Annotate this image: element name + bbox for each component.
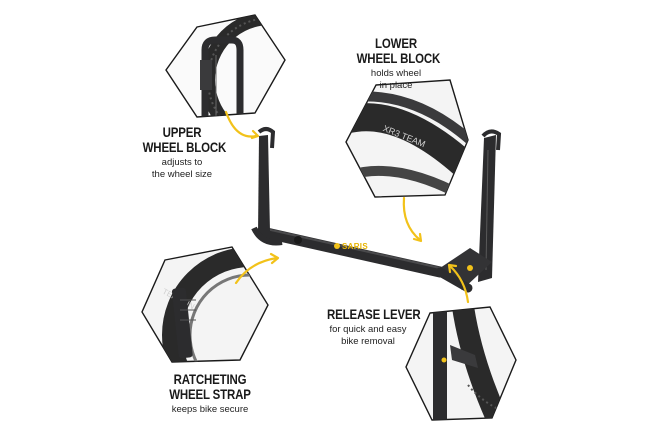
arrow-lower xyxy=(402,196,422,242)
callout-description: for quick and easy xyxy=(329,324,407,335)
callout-upper-wheel-block: UPPER WHEEL BLOCK adjusts to the wheel s… xyxy=(134,125,230,181)
hexagon-lower-wheel-block: XR3 TEAM xyxy=(345,79,469,198)
saris-logo: SARIS xyxy=(342,242,368,251)
callout-title: UPPER xyxy=(162,124,202,140)
callout-title: WHEEL BLOCK xyxy=(142,139,227,155)
callout-release-lever: RELEASE LEVER for quick and easy bike re… xyxy=(318,306,421,348)
callout-title: LOWER xyxy=(375,35,417,51)
callout-title: WHEEL BLOCK xyxy=(356,50,441,66)
callout-lower-wheel-block: LOWER WHEEL BLOCK holds wheel in place xyxy=(348,36,444,92)
callout-title: WHEEL STRAP xyxy=(169,386,251,402)
callout-title: RELEASE LEVER xyxy=(327,306,421,322)
callout-description: the wheel size xyxy=(151,169,213,180)
arrow-strap xyxy=(234,256,279,285)
callout-description: holds wheel xyxy=(370,68,422,79)
callout-description: keeps bike secure xyxy=(171,404,249,415)
arrow-release xyxy=(448,264,470,304)
callout-arrows xyxy=(224,110,470,304)
arrow-upper xyxy=(224,110,258,138)
callout-description: adjusts to xyxy=(161,157,203,168)
hexagon-upper-wheel-block xyxy=(165,14,286,118)
hexagon-release-lever xyxy=(405,306,517,421)
callout-title: RATCHETING xyxy=(173,371,247,387)
callout-description: in place xyxy=(379,80,413,91)
bike-rack: SARIS xyxy=(251,127,502,293)
callout-description: bike removal xyxy=(341,336,395,347)
callout-wheel-strap: RATCHETING WHEEL STRAP keeps bike secure xyxy=(158,372,262,416)
